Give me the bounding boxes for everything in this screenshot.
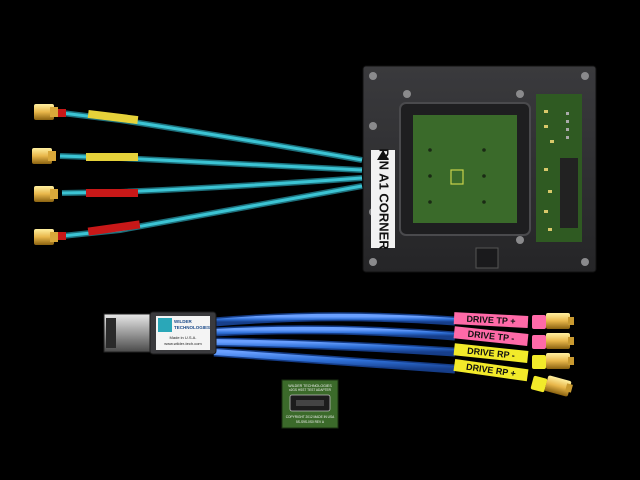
- sma-connector-4: [34, 229, 58, 245]
- pin-label-strip: [371, 150, 395, 248]
- board-line4: 5S-S9S-0S0 REV A: [296, 420, 325, 424]
- cable-label-text: DRIVE RP -: [467, 346, 516, 361]
- cable-label-2: DRIVE TP -: [453, 326, 529, 346]
- adapter-made-in: Made in U.S.A.: [170, 335, 197, 340]
- cable-label-1: DRIVE TP +: [453, 312, 529, 328]
- screw: [369, 72, 377, 80]
- board-line3: COPYRIGHT 2012 MADE IN USA: [286, 415, 335, 419]
- screw: [403, 90, 411, 98]
- sma-connector-3: [34, 186, 58, 202]
- red-sleeve: [87, 220, 141, 236]
- red-band: [56, 109, 66, 117]
- wilder-logo-icon: [158, 318, 172, 332]
- sma-connector-right-4: [530, 375, 573, 397]
- screw: [581, 72, 589, 80]
- screw: [369, 258, 377, 266]
- pin-arrow-icon: [377, 150, 389, 160]
- sma-connector-1: [34, 104, 58, 120]
- teal-cable-4: [56, 183, 363, 240]
- test-adapter-board: WILDER TECHNOLOGIES x2GS HSST TEST ADAPT…: [281, 379, 339, 429]
- teal-cable-1: [56, 109, 363, 163]
- teal-cable-group: [32, 104, 363, 245]
- sma-connector-right-2: [532, 333, 574, 349]
- sma-connector-2: [32, 148, 56, 164]
- test-fixture: PIN A1 CORNER: [362, 65, 597, 273]
- cable-label-4: DRIVE RP +: [453, 359, 529, 382]
- adapter-logo-line1: WILDER: [174, 319, 192, 324]
- latch: [475, 247, 499, 269]
- side-connector: [560, 158, 578, 228]
- yellow-sleeve: [86, 153, 138, 161]
- cable-label-text: DRIVE TP +: [466, 314, 516, 327]
- red-sleeve: [86, 189, 138, 197]
- teal-cable-2: [59, 153, 363, 173]
- screw: [581, 258, 589, 266]
- sma-connector-right-3: [532, 353, 574, 369]
- board-line1: WILDER TECHNOLOGIES: [288, 384, 332, 388]
- sma-connector-right-1: [532, 313, 574, 329]
- cable-label-3: DRIVE RP -: [453, 343, 529, 363]
- adapter-logo-line2: TECHNOLOGIES: [174, 325, 210, 330]
- board-line2: x2GS HSST TEST ADAPTER: [289, 388, 332, 392]
- adapter-website: www.wilder-tech.com: [164, 341, 202, 346]
- blue-cable-group: [213, 312, 456, 374]
- screw: [369, 122, 377, 130]
- yellow-sleeve: [87, 109, 139, 125]
- cable-label-text: DRIVE TP -: [467, 329, 515, 344]
- teal-cable-3: [61, 175, 363, 197]
- screw: [516, 90, 524, 98]
- qsfp-adapter: WILDER TECHNOLOGIES Made in U.S.A. www.w…: [103, 311, 217, 355]
- pin-a1-label: PIN A1 CORNER: [377, 148, 392, 250]
- red-band: [56, 232, 66, 240]
- socket-pcb: [413, 115, 517, 223]
- screw: [516, 236, 524, 244]
- center-pad: [450, 169, 464, 185]
